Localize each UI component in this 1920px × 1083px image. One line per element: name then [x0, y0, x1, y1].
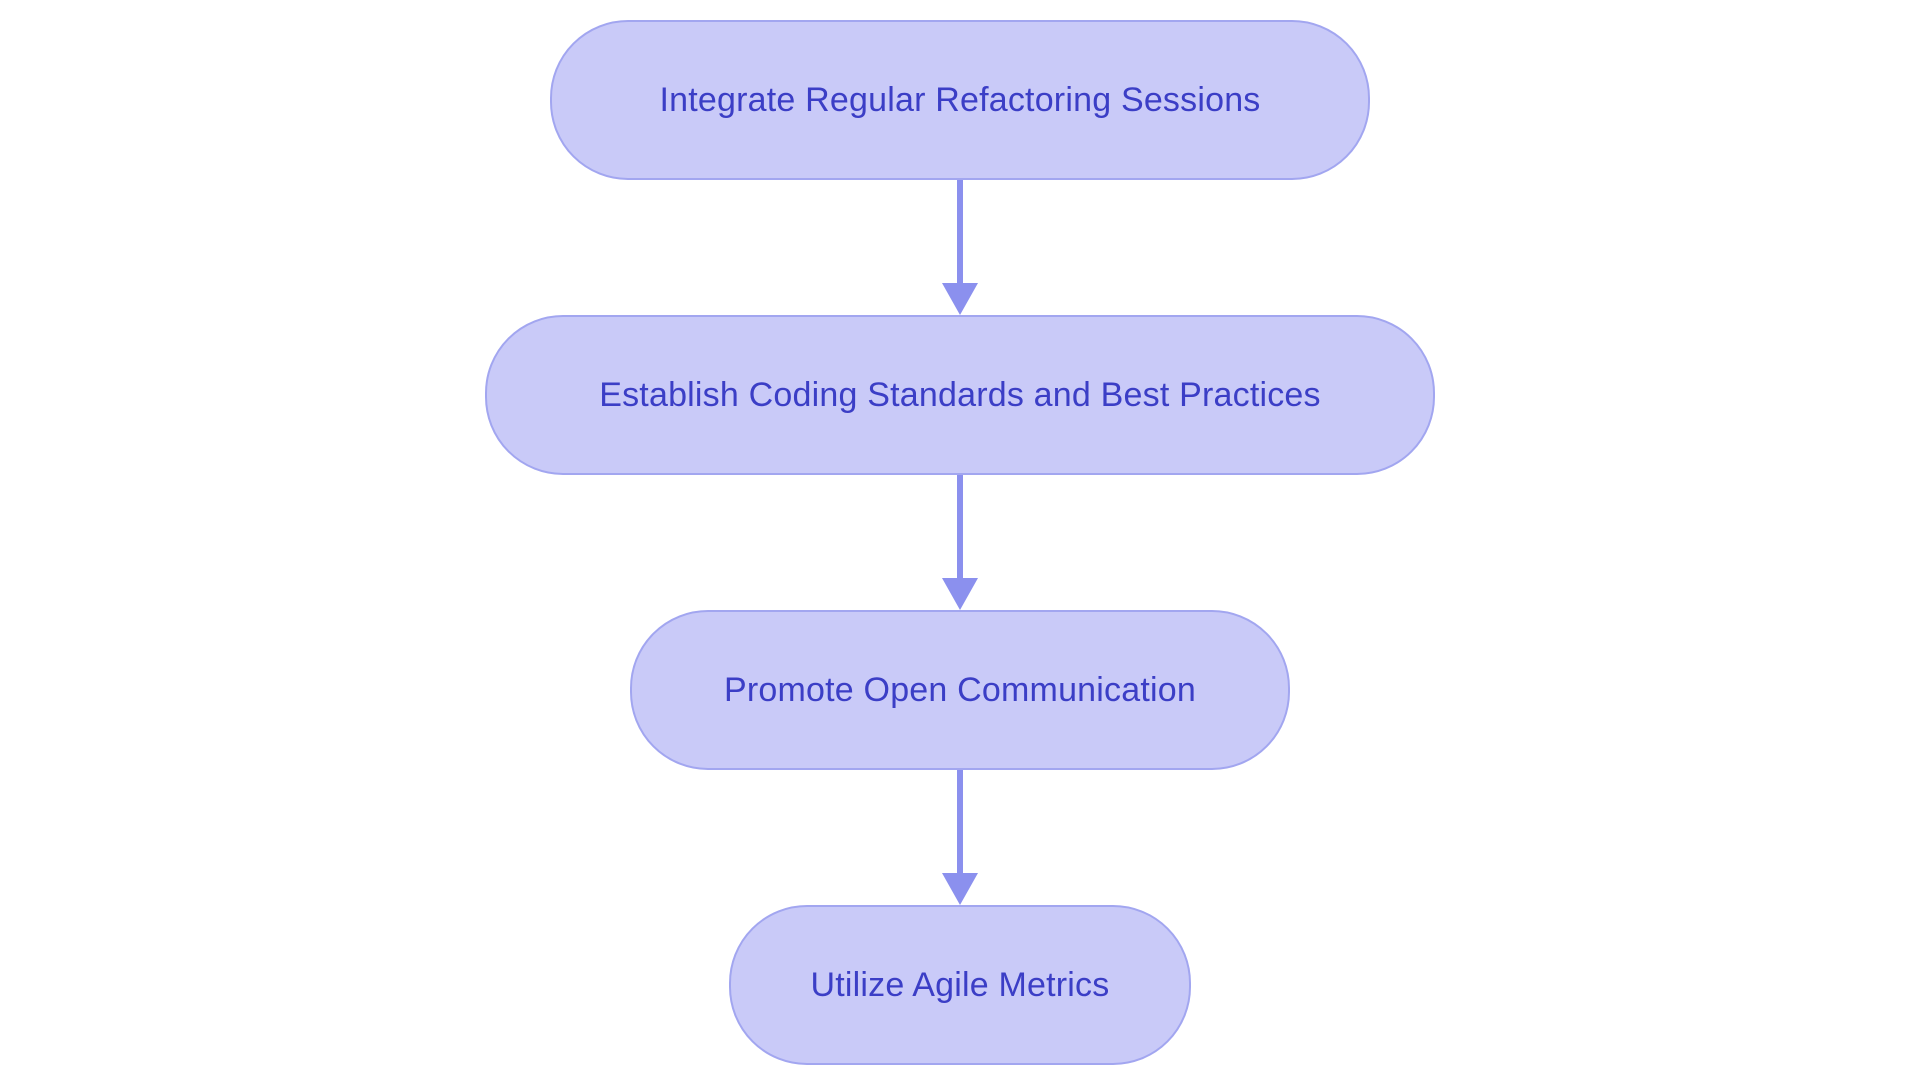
arrow-down-icon	[942, 180, 978, 315]
arrow-down-icon	[942, 475, 978, 610]
flow-node-open-communication: Promote Open Communication	[630, 610, 1290, 770]
arrow-down-icon	[942, 770, 978, 905]
flow-node-label: Promote Open Communication	[724, 670, 1196, 709]
flow-node-integrate-refactoring: Integrate Regular Refactoring Sessions	[550, 20, 1370, 180]
flow-node-label: Utilize Agile Metrics	[810, 965, 1110, 1004]
flow-node-coding-standards: Establish Coding Standards and Best Prac…	[485, 315, 1435, 475]
flow-node-label: Integrate Regular Refactoring Sessions	[659, 80, 1261, 119]
flow-node-label: Establish Coding Standards and Best Prac…	[599, 375, 1321, 414]
flow-node-agile-metrics: Utilize Agile Metrics	[729, 905, 1191, 1065]
